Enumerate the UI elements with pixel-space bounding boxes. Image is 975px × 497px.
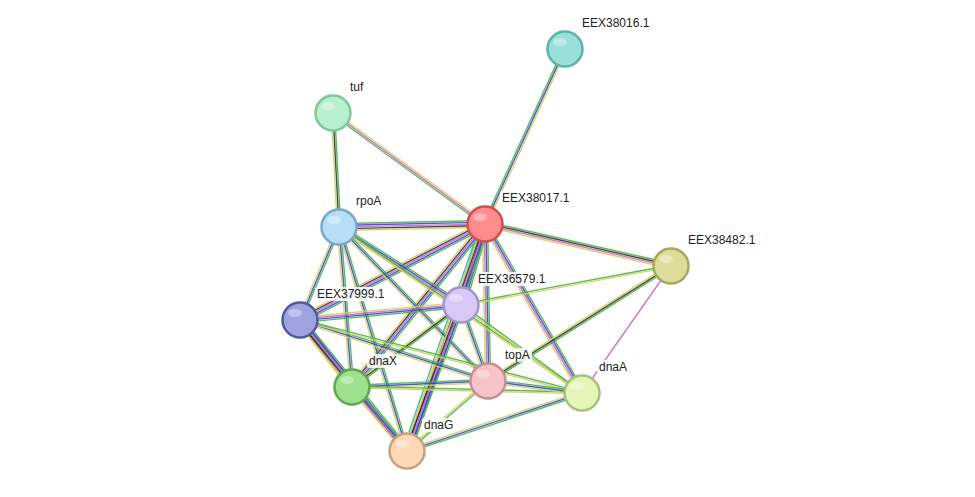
node-circle: [442, 286, 480, 324]
evidence-strand: [467, 322, 482, 364]
evidence-strand: [502, 229, 653, 263]
protein-node: dnaX: [333, 368, 371, 406]
node-circle: [333, 368, 371, 406]
protein-node: EEX37999.1: [281, 301, 319, 339]
node-label: tuf: [348, 80, 365, 94]
protein-node: EEX38016.1: [546, 30, 584, 68]
evidence-strand: [413, 322, 455, 434]
evidence-strand: [503, 227, 654, 261]
evidence-strand: [339, 245, 349, 369]
interaction-edge: [465, 321, 483, 364]
evidence-strand: [357, 228, 467, 230]
interaction-edge: [332, 131, 340, 209]
protein-node: tuf: [314, 94, 352, 132]
evidence-strand: [364, 400, 396, 437]
node-circle: [314, 94, 352, 132]
interaction-edge: [502, 225, 654, 264]
protein-node: EEX38017.1: [466, 205, 504, 243]
node-label: dnaA: [597, 360, 629, 374]
evidence-strand: [332, 131, 336, 209]
evidence-strand: [349, 122, 472, 212]
protein-node: EEX38482.1: [652, 247, 690, 285]
node-circle: [563, 374, 601, 412]
node-label: EEX36579.1: [476, 272, 547, 286]
evidence-strand: [506, 385, 564, 392]
node-circle: [281, 301, 319, 339]
interaction-edge: [475, 315, 568, 383]
evidence-strand: [317, 326, 471, 376]
interaction-edge: [318, 304, 444, 321]
node-label: EEX38482.1: [686, 233, 757, 247]
evidence-strand: [348, 124, 471, 214]
interaction-edge: [410, 321, 458, 436]
evidence-strand: [475, 316, 567, 383]
evidence-strand: [491, 65, 556, 207]
interaction-edge: [592, 281, 660, 379]
evidence-strand: [495, 239, 574, 377]
interaction-edge: [483, 242, 490, 363]
evidence-strand: [347, 125, 470, 215]
protein-node: dnaA: [563, 374, 601, 412]
evidence-strand: [496, 238, 575, 376]
node-circle: [546, 30, 584, 68]
node-label: EEX38016.1: [580, 16, 651, 30]
evidence-strand: [318, 304, 443, 316]
interaction-edge: [357, 221, 467, 230]
evidence-strand: [355, 236, 447, 295]
interaction-edge: [362, 399, 397, 439]
protein-node: topA: [469, 362, 507, 400]
interaction-edge: [347, 122, 472, 215]
node-label: topA: [503, 348, 532, 362]
interaction-edge: [492, 238, 576, 378]
protein-node: EEX36579.1: [442, 286, 480, 324]
evidence-strand: [506, 383, 564, 390]
evidence-strand: [415, 322, 457, 434]
evidence-strand: [492, 241, 571, 379]
evidence-strand: [492, 65, 557, 207]
evidence-strand: [465, 323, 480, 365]
evidence-strand: [363, 401, 395, 438]
evidence-strand: [503, 276, 656, 372]
evidence-strand: [592, 281, 660, 379]
node-circle: [388, 432, 426, 470]
evidence-strand: [416, 323, 458, 435]
protein-node: dnaG: [388, 432, 426, 470]
evidence-strand: [356, 235, 448, 294]
node-label: dnaG: [422, 418, 455, 432]
node-label: EEX38017.1: [500, 191, 571, 205]
interaction-edge: [491, 65, 559, 209]
node-circle: [652, 247, 690, 285]
protein-node: rpoA: [320, 208, 358, 246]
node-circle: [320, 208, 358, 246]
node-circle: [466, 205, 504, 243]
evidence-strand: [506, 382, 564, 389]
evidence-strand: [362, 402, 394, 439]
node-label: dnaX: [367, 354, 399, 368]
evidence-strand: [366, 399, 398, 436]
evidence-strand: [494, 66, 559, 208]
evidence-strand: [502, 230, 653, 264]
interaction-edge: [502, 274, 656, 373]
evidence-strand: [503, 225, 654, 259]
interaction-edge: [506, 382, 565, 393]
node-label: EEX37999.1: [315, 287, 386, 301]
evidence-strand: [483, 242, 485, 363]
evidence-strand: [469, 321, 484, 363]
node-circle: [469, 362, 507, 400]
node-label: rpoA: [354, 194, 383, 208]
evidence-strand: [318, 306, 443, 318]
evidence-strand: [493, 240, 572, 378]
